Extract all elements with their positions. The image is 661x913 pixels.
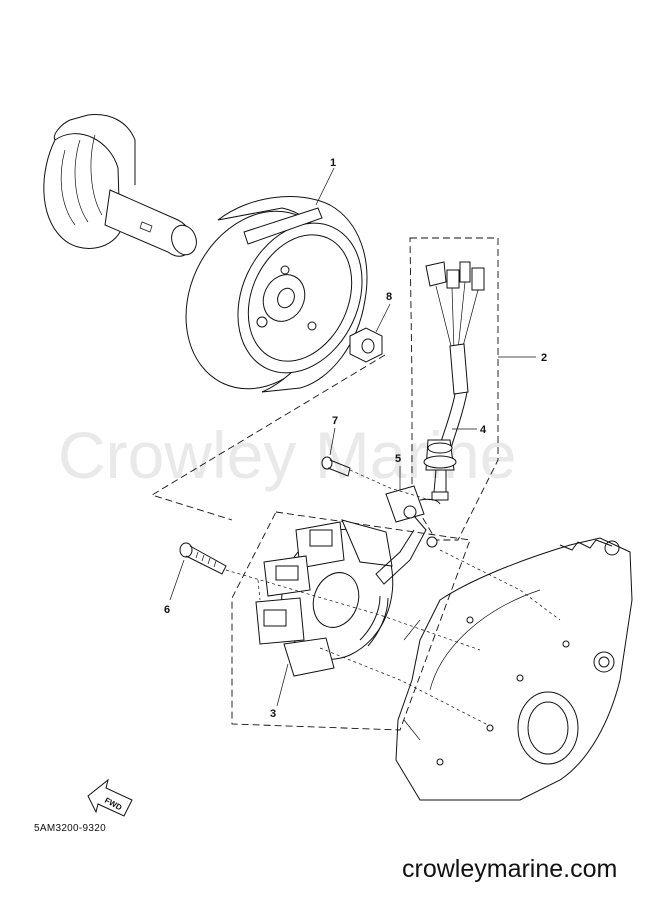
- crankcase-cover: [395, 537, 633, 801]
- nut-part-8: [349, 327, 383, 363]
- diagram-code: 5AM3200-9320: [34, 823, 106, 834]
- callout-3: 3: [270, 708, 276, 720]
- callout-5: 5: [395, 453, 401, 465]
- site-url: crowleymarine.com: [402, 855, 618, 883]
- lead-wire-group-outline: [409, 237, 499, 541]
- stator-group-outline: [231, 511, 471, 731]
- callout-7: 7: [332, 415, 338, 427]
- callout-8: 8: [386, 291, 392, 303]
- grommet-part-4: [423, 439, 457, 501]
- crankshaft-taper: [43, 113, 197, 257]
- screw-part-7: [321, 456, 351, 477]
- stator-assembly: [255, 485, 441, 677]
- fwd-arrow-icon: FWD: [87, 778, 133, 817]
- callout-4: 4: [480, 424, 487, 436]
- alignment-lines: [150, 354, 561, 726]
- bolt-part-6: [179, 542, 227, 575]
- flywheel-rotor: [185, 196, 368, 393]
- callout-1: 1: [330, 157, 336, 169]
- callout-2: 2: [541, 352, 547, 364]
- leader-lines: [169, 167, 536, 707]
- callout-6: 6: [164, 604, 170, 616]
